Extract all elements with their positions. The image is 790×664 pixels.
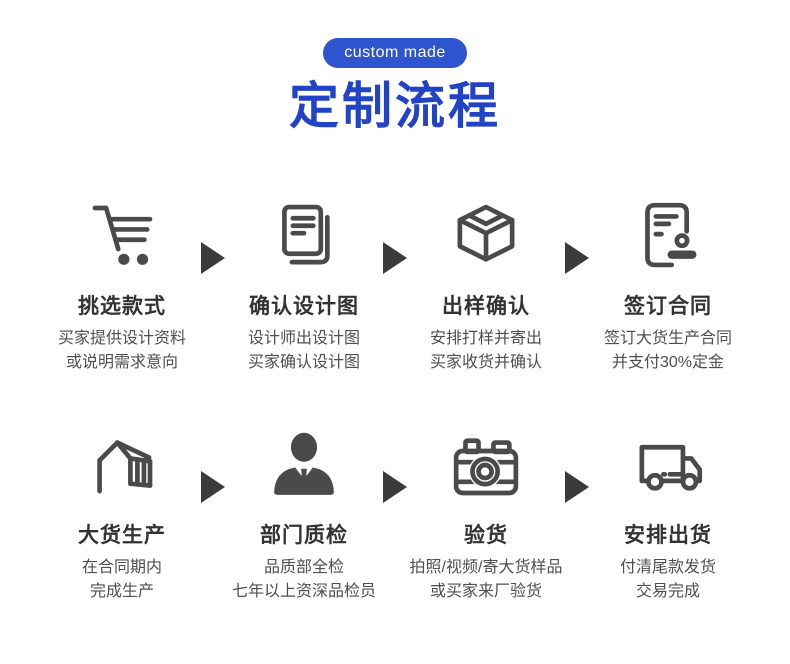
arrow-right-icon — [565, 242, 589, 274]
contract-stamp-icon — [589, 190, 747, 282]
step-description: 设计师出设计图 买家确认设计图 — [225, 327, 383, 375]
step-quality-check: 部门质检 品质部全检 七年以上资深品检员 — [225, 419, 383, 604]
package-box-icon — [407, 190, 565, 282]
step-description: 签订大货生产合同 并支付30%定金 — [589, 327, 747, 375]
step-description: 付清尾款发货 交易完成 — [589, 556, 747, 604]
delivery-truck-icon — [589, 419, 747, 511]
desc-line-2: 买家确认设计图 — [247, 354, 360, 371]
step-description: 安排打样并寄出 买家收货并确认 — [407, 327, 565, 375]
design-documents-icon — [225, 190, 383, 282]
step-title: 部门质检 — [260, 524, 348, 547]
process-row-1: 挑选款式 买家提供设计资料 或说明需求意向 确认设计图 设计师出设计图 买家确认… — [0, 190, 790, 375]
arrow-right-icon — [201, 471, 225, 503]
step-title: 验货 — [464, 524, 508, 547]
shopping-cart-icon — [43, 190, 201, 282]
arrow-right-icon — [383, 242, 407, 274]
step-sample-confirm: 出样确认 安排打样并寄出 买家收货并确认 — [407, 190, 565, 375]
desc-line-1: 在合同期内 — [81, 559, 162, 576]
step-title: 安排出货 — [624, 524, 712, 547]
process-row-2: 大货生产 在合同期内 完成生产 部门质检 品质部全检 七年以上资深品检员 — [0, 419, 790, 604]
page-title: 定制流程 — [289, 78, 501, 134]
desc-line-2: 完成生产 — [89, 583, 154, 600]
step-goods-inspection: 验货 拍照/视频/寄大货样品 或买家来厂验货 — [407, 419, 565, 604]
step-title: 确认设计图 — [249, 295, 359, 318]
step-pick-style: 挑选款式 买家提供设计资料 或说明需求意向 — [43, 190, 201, 375]
step-sign-contract: 签订合同 签订大货生产合同 并支付30%定金 — [589, 190, 747, 375]
step-description: 品质部全检 七年以上资深品检员 — [225, 556, 383, 604]
desc-line-2: 或买家来厂验货 — [429, 583, 542, 600]
desc-line-1: 拍照/视频/寄大货样品 — [409, 559, 563, 576]
desc-line-1: 买家提供设计资料 — [57, 330, 186, 347]
step-title: 大货生产 — [78, 524, 166, 547]
desc-line-2: 或说明需求意向 — [65, 354, 178, 371]
step-arrange-shipment: 安排出货 付清尾款发货 交易完成 — [589, 419, 747, 604]
desc-line-2: 七年以上资深品检员 — [231, 583, 376, 600]
desc-line-1: 品质部全检 — [263, 559, 344, 576]
desc-line-2: 买家收货并确认 — [429, 354, 542, 371]
step-confirm-design: 确认设计图 设计师出设计图 买家确认设计图 — [225, 190, 383, 375]
inspector-person-icon — [225, 419, 383, 511]
desc-line-2: 交易完成 — [635, 583, 700, 600]
arrow-right-icon — [201, 242, 225, 274]
custom-made-badge: custom made — [323, 38, 467, 68]
step-title: 挑选款式 — [78, 295, 166, 318]
step-title: 出样确认 — [442, 295, 530, 318]
desc-line-1: 安排打样并寄出 — [429, 330, 542, 347]
factory-building-icon — [43, 419, 201, 511]
camera-icon — [407, 419, 565, 511]
step-title: 签订合同 — [624, 295, 712, 318]
desc-line-1: 付清尾款发货 — [619, 559, 716, 576]
step-description: 买家提供设计资料 或说明需求意向 — [43, 327, 201, 375]
arrow-right-icon — [383, 471, 407, 503]
step-description: 在合同期内 完成生产 — [43, 556, 201, 604]
arrow-right-icon — [565, 471, 589, 503]
step-mass-production: 大货生产 在合同期内 完成生产 — [43, 419, 201, 604]
desc-line-2: 并支付30%定金 — [611, 354, 725, 371]
desc-line-1: 签订大货生产合同 — [603, 330, 732, 347]
step-description: 拍照/视频/寄大货样品 或买家来厂验货 — [407, 556, 565, 604]
desc-line-1: 设计师出设计图 — [247, 330, 360, 347]
